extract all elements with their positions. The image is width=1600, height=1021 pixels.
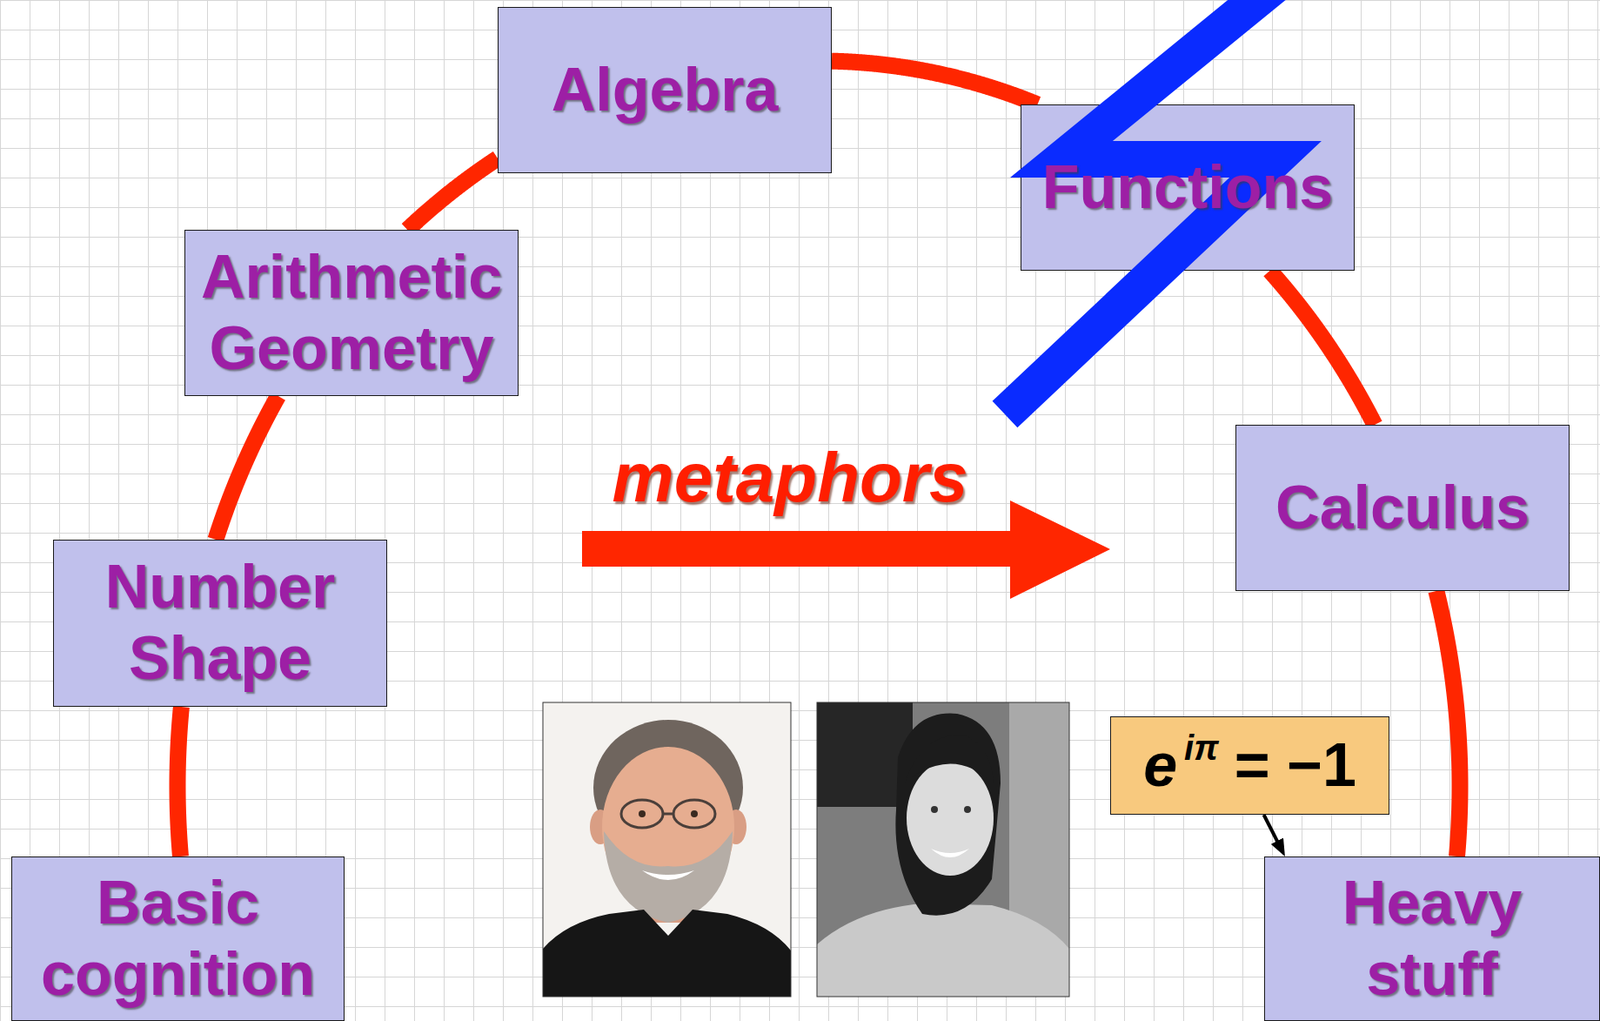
- stage-box: NumberShape: [53, 539, 388, 707]
- node-text: Basic cognition: [40, 867, 315, 1011]
- fringe: [904, 735, 994, 784]
- portrait-photo: [542, 702, 791, 997]
- eye: [638, 810, 646, 817]
- node-text: Heavy stuff: [1342, 867, 1522, 1011]
- metaphor-label: metaphors: [612, 442, 969, 513]
- eye: [964, 805, 971, 813]
- node-text: = −1: [1234, 731, 1357, 799]
- eye: [930, 805, 938, 813]
- shirt: [816, 903, 1070, 997]
- glasses-bridge: [662, 812, 674, 816]
- node-text: Algebra: [551, 54, 779, 127]
- node-text: e: [1143, 731, 1178, 799]
- photo-ground: [816, 702, 1070, 997]
- metaphor-arrow: [582, 500, 1111, 599]
- progression-arc: [1269, 270, 1375, 425]
- stage-box: Basic cognition: [11, 856, 345, 1021]
- stage-box: ArithmeticGeometry: [184, 229, 519, 396]
- jacket: [542, 909, 791, 997]
- progression-arc: [407, 158, 498, 230]
- label-holder: metaphors: [612, 442, 969, 513]
- glasses: [673, 799, 716, 828]
- face: [906, 760, 994, 876]
- node-text: Calculus: [1275, 472, 1530, 544]
- photo-frame: [816, 702, 1070, 997]
- portrait-photo: [816, 702, 1070, 997]
- progression-arc: [215, 395, 279, 540]
- node-text: Arithmetic: [200, 241, 503, 314]
- stage-box: Calculus: [1235, 424, 1570, 591]
- formula-box: eiπ = −1: [1110, 716, 1390, 815]
- node-text: Number: [105, 551, 335, 623]
- smile: [930, 848, 970, 857]
- node-text: Shape: [128, 622, 312, 695]
- smile: [642, 870, 695, 880]
- node-text: iπ: [1184, 728, 1219, 767]
- progression-arc: [1436, 590, 1460, 857]
- stage-box: Functions: [1020, 104, 1355, 271]
- stage-box: Heavy stuff: [1264, 856, 1600, 1021]
- stage-box: Algebra: [497, 6, 832, 174]
- pointer-arrow: [1264, 814, 1279, 843]
- progression-arc: [177, 706, 181, 857]
- node-text: Geometry: [209, 313, 495, 385]
- hair: [895, 713, 1001, 916]
- glasses: [621, 799, 663, 828]
- node-text: Functions: [1042, 152, 1333, 224]
- beard: [603, 830, 733, 923]
- photo-ground: [542, 702, 791, 997]
- photo-frame: [542, 702, 791, 997]
- eye: [690, 810, 698, 817]
- progression-arc: [831, 60, 1038, 105]
